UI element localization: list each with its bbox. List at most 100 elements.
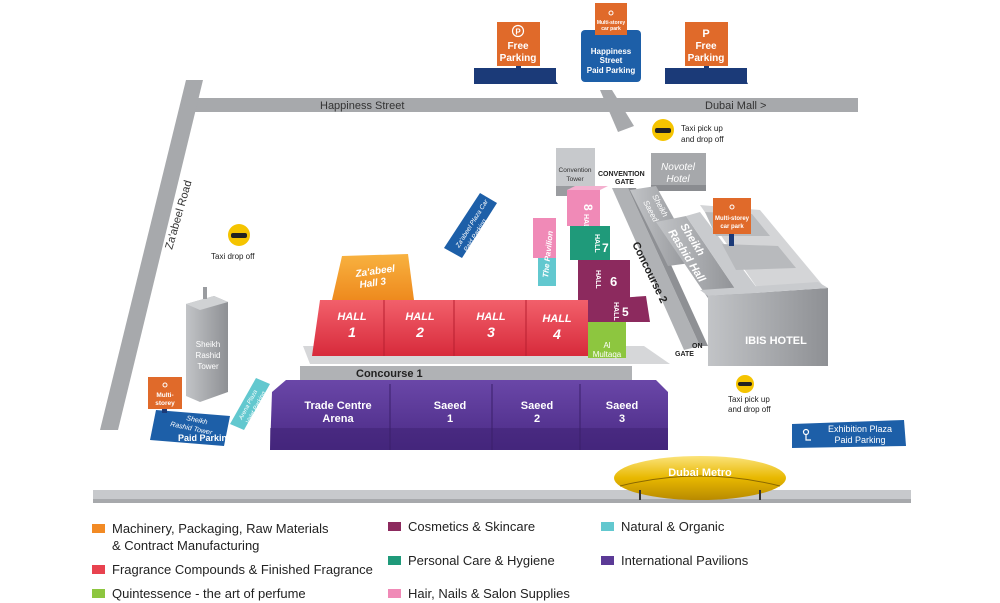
saeed-1-line2: 1: [447, 413, 453, 425]
legend-label: Quintessence - the art of perfume: [112, 586, 306, 601]
taxi-top[interactable]: Taxi pick up and drop off: [652, 119, 724, 144]
free-parking-right[interactable]: P Free Parking: [665, 22, 748, 84]
wheelchair-icon: [608, 10, 614, 16]
happiness-street-parking[interactable]: Multi-storey car park Happiness Street P…: [581, 3, 641, 82]
free-parking-right-line1: Free: [695, 41, 717, 52]
legend-label: Machinery, Packaging, Raw Materials& Con…: [112, 521, 329, 553]
tca-line2: Arena: [322, 413, 354, 425]
sheikh-rashid-tower: Sheikh Rashid Tower: [186, 287, 228, 402]
the-pavilion[interactable]: The Pavilion: [533, 218, 556, 286]
taxi-left[interactable]: Taxi drop off: [211, 224, 255, 261]
hall-6[interactable]: HALL 6: [578, 260, 630, 300]
hall-2-label: HALL: [405, 311, 435, 323]
saeed-2[interactable]: Saeed 2: [521, 400, 553, 425]
taxi-top-line2: and drop off: [681, 135, 724, 144]
happiness-street-road: [188, 98, 858, 112]
hall-7[interactable]: HALL 7: [570, 226, 610, 260]
novotel-multi-line1: Multi-storey: [715, 216, 750, 222]
hall-1-label: HALL: [337, 311, 367, 323]
happiness-paid-line1: Happiness: [591, 47, 632, 56]
dubai-metro-label: Dubai Metro: [668, 467, 732, 479]
hall-8[interactable]: 8 HALL: [567, 186, 608, 233]
taxi-left-label: Taxi drop off: [211, 252, 255, 261]
concourse-2-road: [612, 188, 700, 350]
wheelchair-icon: [802, 428, 810, 436]
hall-5-number: 5: [622, 305, 629, 319]
free-parking-left-line1: Free: [507, 41, 529, 52]
zaabeel-plaza-parking[interactable]: Za'abeel Plaza Car Paid Parking: [444, 193, 497, 258]
legend-label: Natural & Organic: [621, 519, 725, 534]
hall-5-label: HALL: [612, 302, 619, 321]
srt-line2: Rashid: [196, 351, 221, 360]
novotel-multistorey-parking[interactable]: Multi-storey car park: [713, 198, 751, 246]
concourse-1-road: [300, 366, 632, 380]
taxi-right-line2: and drop off: [728, 405, 771, 414]
happiness-paid-line2: Street: [600, 56, 623, 65]
legend-swatch: [92, 524, 105, 533]
saeed-3-line1: Saeed: [606, 400, 638, 412]
srt-line1: Sheikh: [196, 340, 220, 349]
hall-4[interactable]: HALL 4: [526, 300, 588, 356]
wheelchair-icon: [729, 204, 735, 210]
srt-paid-parking[interactable]: Sheikh Rashid Tower Paid Parking: [150, 410, 233, 446]
zaabeel-hall-3[interactable]: Za'abeel Hall 3: [328, 254, 414, 306]
hall-1-number: 1: [348, 324, 356, 340]
dubai-mall-label: Dubai Mall >: [705, 100, 766, 112]
hall-6-number: 6: [610, 274, 617, 289]
parking-p-letter: P: [702, 28, 709, 40]
convention-gate-line1: CONVENTION: [598, 171, 645, 178]
hall-7-number: 7: [602, 241, 609, 255]
free-parking-right-line2: Parking: [688, 53, 725, 64]
srt-multistorey-sign[interactable]: Multi- storey: [148, 377, 182, 413]
arena-plaza-parking[interactable]: Arena Plaza Valet Parking: [230, 378, 270, 430]
legend-swatch: [601, 522, 614, 531]
sheikh-gate-line2: GATE: [675, 351, 694, 358]
exhibition-plaza-line1: Exhibition Plaza: [828, 424, 892, 434]
hall-7-label: HALL: [593, 234, 600, 253]
sheikh-gate-line1: ON: [692, 343, 703, 350]
hall-3[interactable]: HALL 3: [454, 300, 526, 356]
al-multaqa-line1: Al: [603, 341, 610, 350]
saeed-2-line2: 2: [534, 413, 540, 425]
ibis-hotel-label: IBIS HOTEL: [745, 335, 807, 347]
metro-road-shade: [93, 499, 911, 503]
srt-line3: Tower: [197, 362, 219, 371]
srt-multi-line1: Multi-: [156, 392, 173, 399]
hall-5[interactable]: HALL 5: [588, 296, 650, 322]
happiness-street-label: Happiness Street: [320, 100, 404, 112]
hall-3-label: HALL: [476, 311, 506, 323]
hall-3-number: 3: [487, 324, 495, 340]
hall-4-number: 4: [552, 326, 561, 342]
happiness-multi-line1: Multi-storey: [597, 20, 626, 26]
dubai-metro[interactable]: Dubai Metro: [614, 456, 786, 500]
concourse-1-label: Concourse 1: [356, 368, 423, 380]
al-multaqa[interactable]: Al Multaqa: [588, 322, 626, 359]
saeed-1[interactable]: Saeed 1: [434, 400, 466, 425]
legend-label: Hair, Nails & Salon Supplies: [408, 586, 570, 601]
exhibition-plaza-line2: Paid Parking: [834, 435, 885, 445]
parking-p-icon: P: [515, 28, 521, 37]
srt-paid-line3: Paid Parking: [178, 433, 233, 443]
legend-swatch: [388, 522, 401, 531]
saeed-3[interactable]: Saeed 3: [606, 400, 638, 425]
hall-2[interactable]: HALL 2: [384, 300, 454, 356]
arena-block: [270, 380, 668, 450]
novotel-line1: Novotel: [661, 162, 696, 173]
taxi-right[interactable]: Taxi pick up and drop off: [728, 375, 771, 414]
legend-swatch: [601, 556, 614, 565]
novotel-line2: Hotel: [666, 174, 690, 185]
taxi-right-line1: Taxi pick up: [728, 395, 770, 404]
wheelchair-icon: [162, 382, 168, 388]
saeed-3-line2: 3: [619, 413, 625, 425]
exhibition-plaza-parking[interactable]: Exhibition Plaza Paid Parking: [792, 420, 906, 448]
free-parking-left[interactable]: P Free Parking: [474, 22, 558, 84]
tca-line1: Trade Centre: [304, 400, 371, 412]
trade-centre-arena[interactable]: Trade Centre Arena: [304, 400, 371, 425]
al-multaqa-line2: Multaqa: [593, 350, 622, 359]
concourse-2-edge: [628, 188, 708, 346]
hall-8-number: 8: [581, 204, 595, 211]
convention-tower-line2: Tower: [566, 176, 584, 183]
convention-gate-line2: GATE: [615, 179, 634, 186]
hall-1[interactable]: HALL 1: [312, 300, 384, 356]
